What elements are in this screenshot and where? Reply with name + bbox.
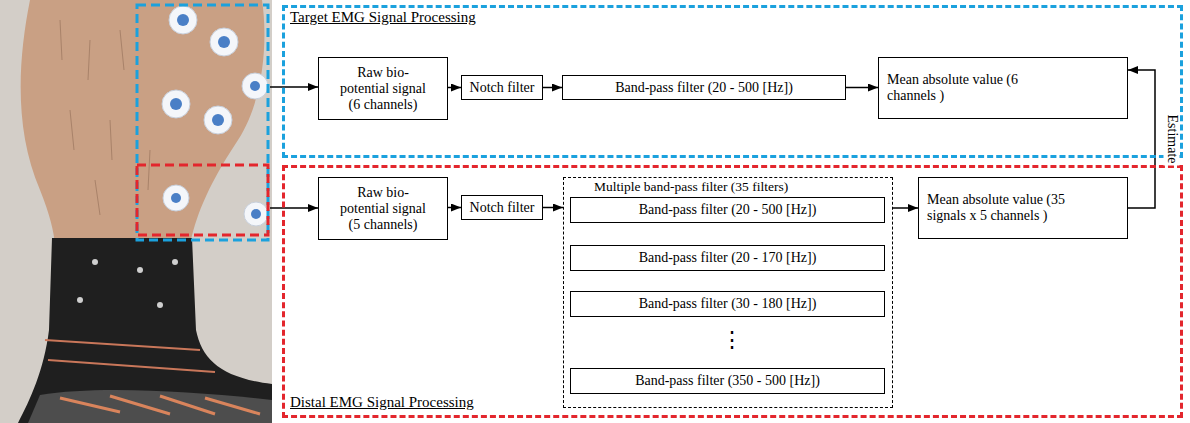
sock-sensor bbox=[92, 259, 98, 265]
box-text: Mean absolute value (35 signals x 5 chan… bbox=[927, 192, 1099, 224]
box-text: Band-pass filter (20 - 170 [Hz]) bbox=[639, 250, 817, 266]
box-text: Band-pass filter (350 - 500 [Hz]) bbox=[635, 373, 820, 389]
process-box: Band-pass filter (30 - 180 [Hz]) bbox=[570, 291, 885, 317]
sock-sensor bbox=[172, 259, 178, 265]
box-text: Band-pass filter (20 - 500 [Hz]) bbox=[615, 80, 793, 96]
filter-group: Multiple band-pass filter (35 filters) Ba… bbox=[563, 177, 893, 408]
target-region-frame bbox=[137, 5, 268, 240]
process-box: Mean absolute value (6 channels ) bbox=[878, 57, 1128, 119]
processing-region: Target EMG Signal ProcessingRaw bio-pote… bbox=[282, 5, 1183, 158]
group-title: Multiple band-pass filter (35 filters) bbox=[594, 179, 788, 195]
sock-stripes bbox=[45, 340, 215, 372]
electrode bbox=[163, 185, 189, 211]
electrode-gel bbox=[177, 14, 189, 26]
electrode bbox=[210, 28, 238, 56]
flow-arrow bbox=[893, 207, 918, 209]
electrode-gel bbox=[218, 36, 230, 48]
box-text: Raw bio-potential signal (6 channels) bbox=[336, 65, 430, 113]
box-text: Notch filter bbox=[470, 200, 535, 216]
electrodes bbox=[77, 6, 268, 308]
edge-label: Estimate bbox=[1163, 113, 1179, 166]
process-box: Raw bio-potential signal (6 channels) bbox=[318, 57, 448, 120]
electrode bbox=[169, 6, 197, 34]
process-box: Notch filter bbox=[461, 195, 543, 220]
electrode-gel bbox=[212, 114, 224, 126]
process-box: Band-pass filter (20 - 500 [Hz]) bbox=[562, 75, 846, 100]
electrode bbox=[162, 90, 190, 118]
flow-arrow bbox=[846, 87, 878, 89]
box-text: Mean absolute value (6 channels ) bbox=[887, 72, 1019, 104]
flow-arrow bbox=[543, 87, 562, 89]
electrode-gel bbox=[251, 209, 261, 219]
sock bbox=[18, 238, 272, 423]
flow-arrow bbox=[1128, 70, 1155, 208]
sock-sensor bbox=[157, 302, 163, 308]
box-text: Notch filter bbox=[470, 80, 535, 96]
process-box: Band-pass filter (350 - 500 [Hz]) bbox=[570, 368, 885, 394]
flow-arrow bbox=[448, 87, 461, 89]
electrode bbox=[244, 202, 268, 226]
box-text: Band-pass filter (20 - 500 [Hz]) bbox=[639, 202, 817, 218]
process-box: Notch filter bbox=[461, 75, 543, 100]
electrode-gel bbox=[170, 98, 182, 110]
region-title: Target EMG Signal Processing bbox=[290, 8, 476, 26]
calf-skin bbox=[21, 0, 265, 245]
processing-region: Distal EMG Signal Processing Raw bio-pote… bbox=[282, 165, 1183, 418]
region-title: Distal EMG Signal Processing bbox=[290, 393, 474, 411]
electrode-gel bbox=[171, 193, 181, 203]
photo-arrow bbox=[270, 86, 318, 88]
electrode bbox=[204, 106, 232, 134]
shoe bbox=[28, 390, 272, 423]
box-text: Band-pass filter (30 - 180 [Hz]) bbox=[639, 296, 817, 312]
electrode-gel bbox=[250, 81, 260, 91]
sock-sensor bbox=[77, 297, 83, 303]
sock-sensor bbox=[137, 267, 143, 273]
flow-arrow bbox=[543, 207, 563, 209]
distal-region-frame bbox=[137, 165, 268, 235]
wall-background bbox=[0, 0, 272, 423]
photo-arrow bbox=[270, 207, 318, 209]
process-box: Band-pass filter (20 - 170 [Hz]) bbox=[570, 245, 885, 271]
shoe-stripes bbox=[60, 396, 260, 414]
process-box: Raw bio-potential signal (5 channels) bbox=[318, 177, 448, 240]
process-box: Band-pass filter (20 - 500 [Hz]) bbox=[570, 197, 885, 223]
ellipsis-mark: ⋮ bbox=[721, 328, 743, 352]
process-box: Mean absolute value (35 signals x 5 chan… bbox=[918, 177, 1128, 239]
flow-arrow bbox=[448, 207, 461, 209]
box-text: Raw bio-potential signal (5 channels) bbox=[336, 185, 430, 233]
electrode bbox=[242, 73, 268, 99]
